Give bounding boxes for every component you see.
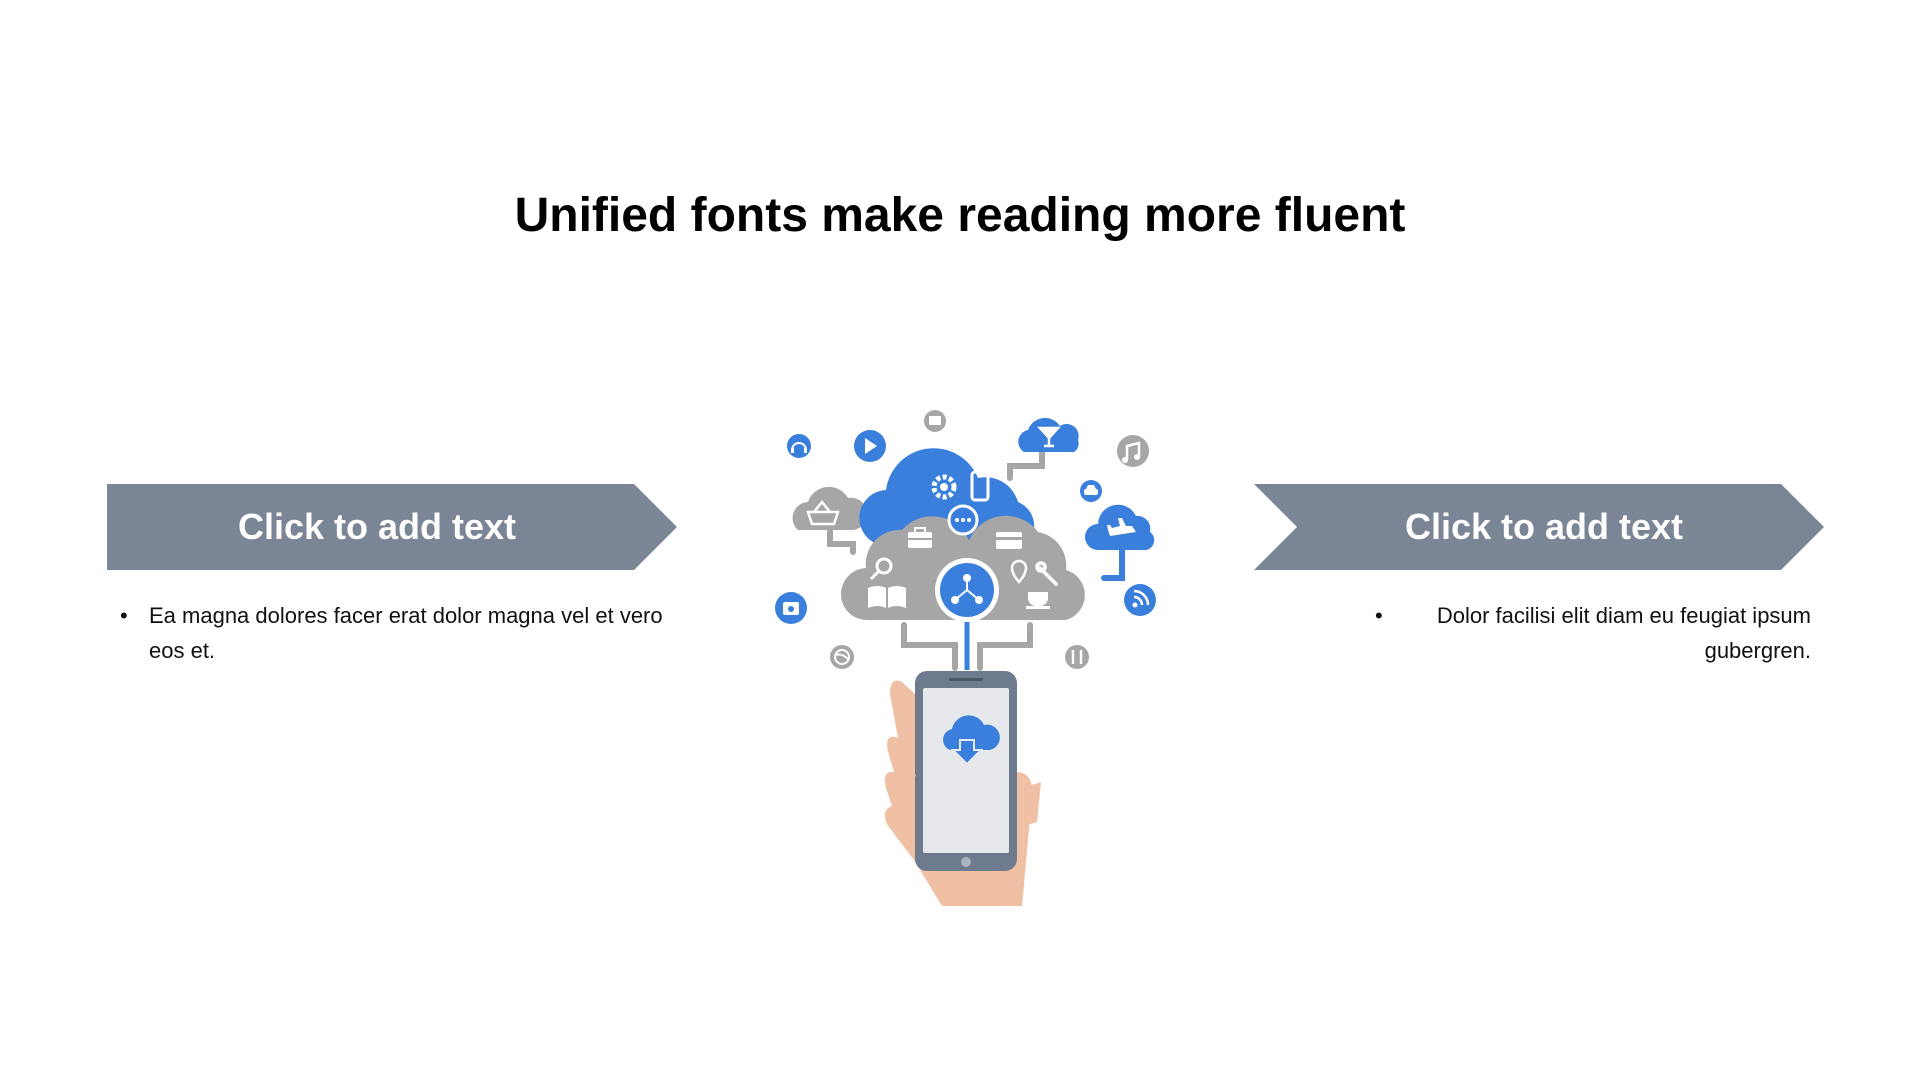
cutlery-icon	[1065, 645, 1089, 669]
chat-icon	[947, 504, 979, 536]
right-arrow-banner[interactable]: Click to add text	[1254, 484, 1824, 570]
right-bullet-item[interactable]: Dolor facilisi elit diam eu feugiat ipsu…	[1370, 598, 1811, 668]
credit-card-icon	[996, 532, 1022, 549]
play-icon	[854, 430, 886, 462]
left-bullet-list[interactable]: Ea magna dolores facer erat dolor magna …	[120, 598, 670, 668]
basket-cloud	[792, 486, 868, 530]
globe-icon	[830, 645, 854, 669]
right-banner-label[interactable]: Click to add text	[1404, 506, 1684, 547]
smartphone	[915, 671, 1017, 871]
camera-icon	[775, 592, 807, 624]
shopping-basket-icon	[806, 499, 840, 526]
slide-title[interactable]: Unified fonts make reading more fluent	[514, 189, 1406, 242]
rss-icon	[1124, 584, 1156, 616]
connector-lines	[827, 447, 1125, 671]
network-icon	[935, 558, 999, 622]
airplane-icon	[1107, 518, 1136, 536]
hand-palm-edge	[1017, 782, 1041, 828]
briefcase-icon	[908, 527, 932, 548]
headphones-icon	[787, 434, 811, 458]
book-icon	[868, 586, 906, 608]
left-banner-label[interactable]: Click to add text	[237, 506, 517, 547]
wrench-icon	[1035, 561, 1058, 586]
cloud-phone-illustration	[775, 410, 1156, 906]
hand-thumb	[893, 749, 916, 779]
coffee-icon	[1026, 592, 1050, 609]
left-bullet-item[interactable]: Ea magna dolores facer erat dolor magna …	[120, 598, 670, 668]
smartphone-icon	[970, 470, 990, 502]
left-arrow-banner[interactable]: Click to add text	[107, 484, 677, 570]
location-pin-icon	[1010, 559, 1028, 584]
message-icon	[924, 410, 946, 432]
settings-icon	[931, 474, 957, 500]
airplane-cloud	[1085, 504, 1155, 550]
car-icon	[1080, 480, 1102, 502]
cocktail-cloud	[1018, 417, 1079, 452]
cloud-download-icon	[943, 715, 1000, 766]
right-bullet-list[interactable]: Dolor facilisi elit diam eu feugiat ipsu…	[1370, 598, 1811, 668]
search-icon	[869, 557, 893, 581]
cocktail-icon	[1037, 426, 1061, 448]
music-note-icon	[1117, 435, 1149, 467]
